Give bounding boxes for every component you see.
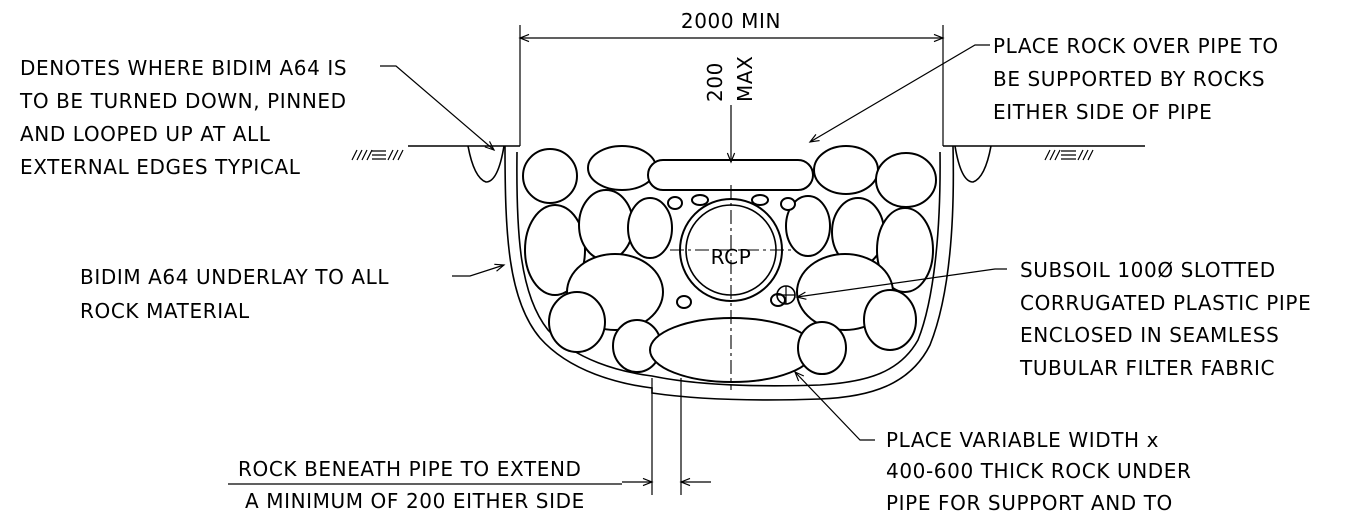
dimension-rock-beneath [228, 378, 711, 495]
callout-rock-beneath: ROCK BENEATH PIPE TO EXTEND A MINIMUM OF… [238, 457, 585, 513]
callout-line: PLACE ROCK OVER PIPE TO [993, 34, 1279, 58]
callout-line: DENOTES WHERE BIDIM A64 IS [20, 56, 347, 80]
callout-rock-over: PLACE ROCK OVER PIPE TO BE SUPPORTED BY … [993, 34, 1279, 124]
callout-line: BIDIM A64 UNDERLAY TO ALL [80, 265, 389, 289]
dimension-2000-min: 2000 MIN [518, 9, 945, 146]
callout-line: 400-600 THICK ROCK UNDER [886, 459, 1192, 483]
callout-underlay: BIDIM A64 UNDERLAY TO ALL ROCK MATERIAL [80, 265, 389, 323]
fabric-edge-loop [467, 145, 992, 183]
callout-line: PLACE VARIABLE WIDTH x [886, 428, 1159, 452]
subsoil-pipe [776, 285, 796, 305]
dimension-max-label: MAX [733, 56, 757, 102]
callout-line: ROCK BENEATH PIPE TO EXTEND [238, 457, 582, 481]
dimension-200-value: 200 [703, 62, 727, 102]
bidim-fabric-outer [504, 145, 955, 401]
callout-line: ENCLOSED IN SEAMLESS [1020, 323, 1279, 347]
callout-line: CORRUGATED PLASTIC PIPE [1020, 291, 1311, 315]
callout-variable-width: PLACE VARIABLE WIDTH x 400-600 THICK ROC… [886, 428, 1192, 515]
callout-subsoil: SUBSOIL 100Ø SLOTTED CORRUGATED PLASTIC … [1019, 258, 1311, 380]
callout-line: EITHER SIDE OF PIPE [993, 100, 1212, 124]
dimension-2000-label: 2000 MIN [681, 9, 781, 33]
callout-line: ROCK MATERIAL [80, 299, 250, 323]
callout-line: SUBSOIL 100Ø SLOTTED [1020, 258, 1276, 282]
rock-fill [522, 145, 937, 383]
centre-line [670, 185, 792, 390]
callout-line: BE SUPPORTED BY ROCKS [993, 67, 1265, 91]
ground-line [351, 145, 1145, 161]
leader-lines [380, 44, 1007, 441]
callout-line: EXTERNAL EDGES TYPICAL [20, 155, 301, 179]
dimension-200-max: 200 MAX [703, 56, 757, 164]
callout-turned-down: DENOTES WHERE BIDIM A64 IS TO BE TURNED … [19, 56, 347, 179]
callout-line: TO BE TURNED DOWN, PINNED [19, 89, 347, 113]
callout-line: A MINIMUM OF 200 EITHER SIDE [245, 489, 585, 513]
callout-line: TUBULAR FILTER FABRIC [1019, 356, 1275, 380]
callout-line: AND LOOPED UP AT ALL [20, 122, 271, 146]
callout-line: PIPE FOR SUPPORT AND TO [886, 491, 1173, 515]
